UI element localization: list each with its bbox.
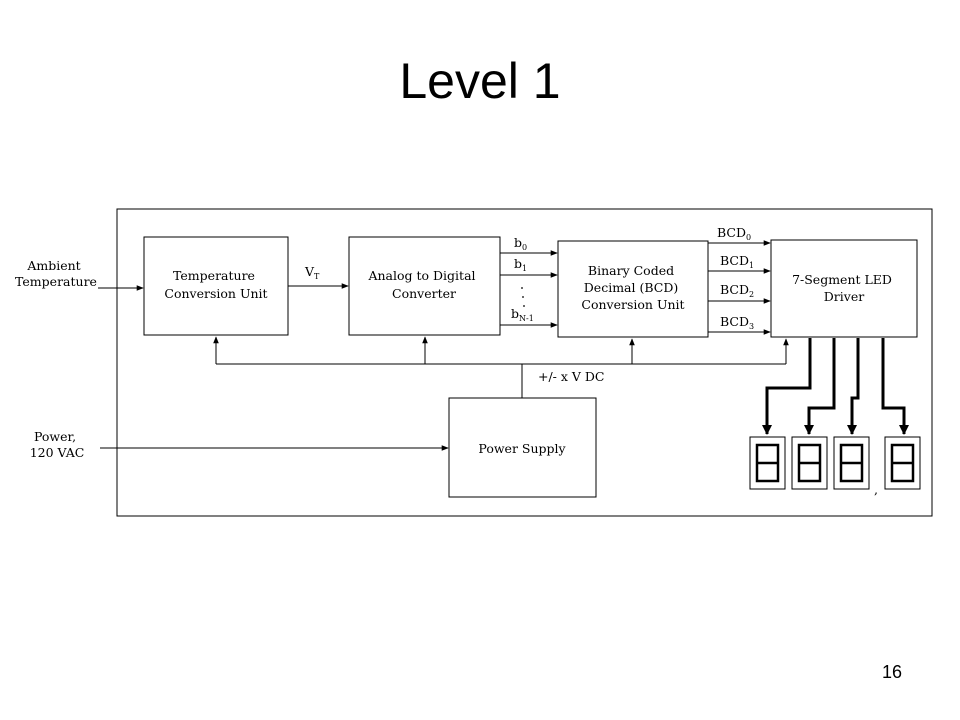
temp-conversion-block [143, 236, 289, 336]
temp-conversion-label: Temperature Conversion Unit [164, 268, 267, 301]
adc-label: Analog to Digital Converter [367, 268, 479, 301]
power-label: Power, 120 VAC [30, 429, 85, 460]
bcd-block [557, 240, 709, 338]
vt-label: VT [304, 264, 320, 281]
led-driver-label: 7-Segment LED Driver [792, 272, 896, 304]
seven-segment-digit [884, 436, 921, 490]
bit0-label: b0 [514, 235, 527, 252]
seven-segment-digit [791, 436, 828, 490]
digit1-drive-line [762, 338, 812, 435]
seven-segment-digit [749, 436, 786, 490]
bit1-label: b1 [514, 256, 527, 273]
system-boundary [116, 208, 933, 517]
ellipsis-dot [522, 296, 524, 298]
ambient-label: Ambient Temperature [15, 258, 97, 289]
slide-title: Level 1 [399, 53, 561, 109]
power-supply-block [448, 397, 597, 498]
bcd2-label: BCD2 [720, 282, 754, 299]
adc-block [348, 236, 501, 336]
power-supply-label: Power Supply [478, 441, 566, 456]
decimal-separator: , [874, 482, 878, 497]
led-driver-block [770, 239, 918, 338]
bcd1-label: BCD1 [720, 253, 754, 270]
ellipsis-dot [523, 305, 525, 307]
dc-supply-label: +/- x V DC [538, 369, 605, 384]
page-number: 16 [881, 662, 902, 682]
digit3-drive-line [847, 338, 860, 435]
bcd0-label: BCD0 [717, 225, 751, 242]
digit2-drive-line [804, 338, 836, 435]
bcd-label: Binary Coded Decimal (BCD) Conversion Un… [581, 263, 684, 312]
bcd3-label: BCD3 [720, 314, 754, 331]
digit4-drive-line [881, 338, 909, 435]
seven-segment-digit [833, 436, 870, 490]
ellipsis-dot [521, 287, 523, 289]
bitn-label: bN-1 [511, 306, 534, 323]
